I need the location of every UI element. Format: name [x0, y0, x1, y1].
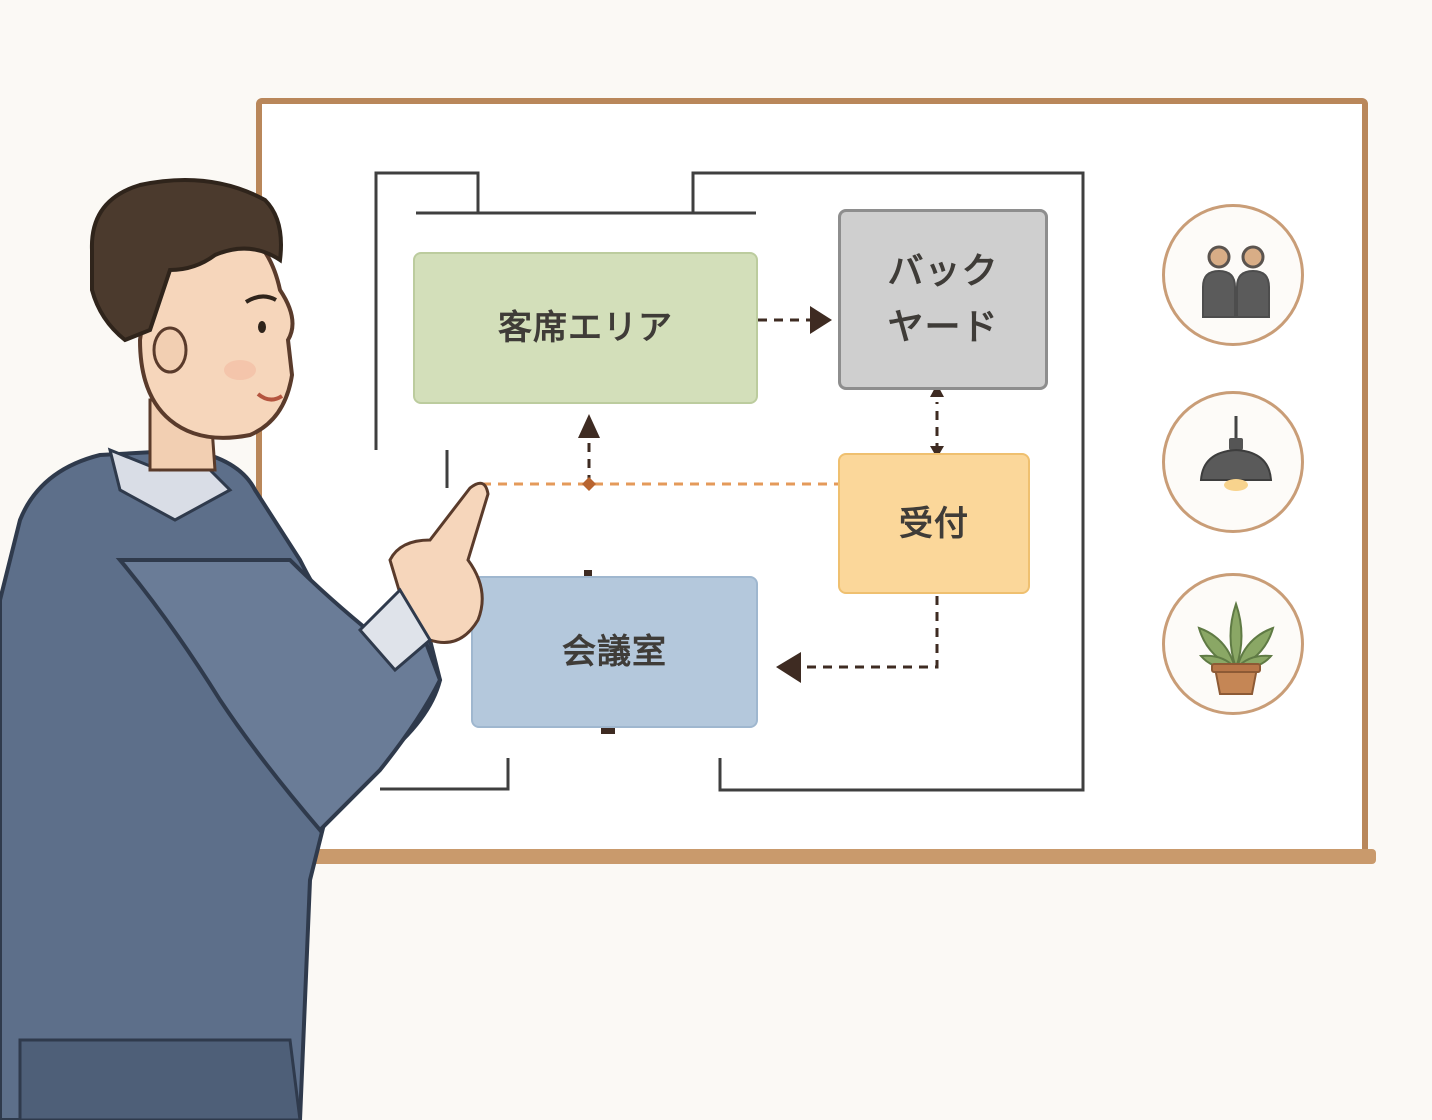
meeting-bottom-marker	[601, 728, 615, 734]
junction-marker	[582, 477, 596, 491]
room-back-yard: バック ヤード	[838, 209, 1048, 390]
ear	[152, 326, 188, 374]
wall-top-left	[374, 171, 480, 450]
hair	[89, 178, 283, 343]
floor-plan-walls	[374, 171, 1085, 792]
plant-icon-badge	[1162, 573, 1304, 715]
potted-plant-icon	[1197, 600, 1275, 695]
wall-bottom-left	[380, 758, 510, 791]
arrowhead-up-back	[930, 384, 944, 397]
room-meeting: 会議室	[471, 576, 758, 728]
mouth	[256, 392, 284, 402]
meeting-top-marker	[584, 570, 592, 576]
hand	[388, 481, 490, 644]
lamp-icon-badge	[1162, 391, 1304, 533]
whiteboard-tray	[266, 849, 1376, 864]
eye	[258, 321, 266, 333]
pendant-lamp-icon	[1199, 416, 1273, 491]
suit-arm	[115, 558, 443, 833]
suit-body	[0, 447, 443, 1120]
arrowhead-down-back	[930, 446, 944, 458]
arrow-heads	[578, 306, 944, 734]
people-icon-badge	[1162, 204, 1304, 346]
people-icon	[1202, 245, 1270, 318]
arrowhead-left	[776, 652, 801, 683]
room-guest-area: 客席エリア	[413, 252, 758, 404]
room-reception: 受付	[838, 453, 1030, 594]
cheek	[224, 360, 256, 380]
shirt-cuff	[357, 587, 432, 673]
wall-top-right	[691, 171, 1085, 792]
arrowhead-right	[810, 306, 832, 334]
arrowhead-up-guest	[578, 414, 600, 438]
eyebrow	[244, 294, 277, 304]
trousers	[18, 1038, 302, 1120]
arrow-reception-to-meeting	[806, 596, 939, 669]
flow-arrows	[587, 318, 939, 669]
